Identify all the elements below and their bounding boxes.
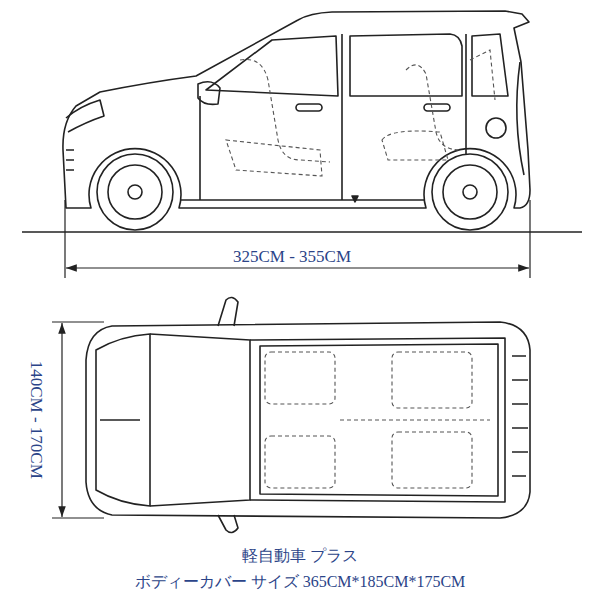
top-seats	[265, 352, 490, 488]
headlight	[66, 100, 104, 132]
mirror-top	[218, 297, 238, 326]
extension-line	[52, 322, 104, 518]
rear-hub	[463, 185, 477, 199]
rear-headrest	[470, 50, 495, 100]
car-body-top	[86, 322, 530, 518]
front-seat-base	[226, 140, 322, 176]
extension-line	[65, 200, 530, 278]
rear-door-window	[350, 34, 462, 96]
front-window	[206, 36, 338, 96]
step-mark	[352, 196, 358, 202]
length-dimension	[65, 200, 530, 278]
side-mirror	[198, 82, 220, 105]
width-dimension	[52, 322, 104, 518]
grille-lines	[66, 150, 74, 170]
rear-seat-top	[392, 352, 472, 408]
rear-seat-top	[392, 432, 472, 488]
rear-rim	[443, 165, 497, 219]
quarter-window	[472, 34, 508, 96]
dimension-line	[61, 323, 62, 517]
front-hub	[128, 185, 142, 199]
center-line	[340, 419, 490, 420]
roof-inner	[260, 344, 498, 496]
front-tire	[97, 154, 173, 230]
rear-tire	[432, 154, 508, 230]
door-lines	[200, 34, 466, 200]
side-sill	[180, 199, 425, 201]
top-view	[86, 297, 530, 532]
dimension-line	[66, 267, 529, 268]
roof-panel	[250, 338, 505, 502]
windshield	[150, 334, 250, 506]
hood-line	[100, 419, 140, 421]
width-dimension-label: 140CM - 170CM	[26, 358, 46, 482]
length-dimension-label: 325CM - 355CM	[230, 247, 354, 267]
rear-seat	[406, 65, 460, 150]
front-rim	[108, 165, 162, 219]
fuel-cap	[486, 118, 506, 138]
caption-line: 軽自動車 プラス	[242, 547, 358, 565]
rear-edge	[517, 62, 524, 175]
door-handle	[424, 104, 450, 111]
mirror-bottom	[218, 515, 238, 533]
front-seat-top	[265, 352, 335, 404]
caption-line: ボディーカバー サイズ 365CM*185CM*175CM	[135, 573, 466, 591]
front-seat-top	[265, 436, 335, 488]
spoiler-lines	[512, 356, 528, 476]
wheels	[97, 154, 508, 230]
ground-line	[22, 231, 582, 233]
hood	[96, 334, 150, 506]
rear-seat-base	[382, 131, 448, 160]
door-handle	[296, 104, 322, 111]
